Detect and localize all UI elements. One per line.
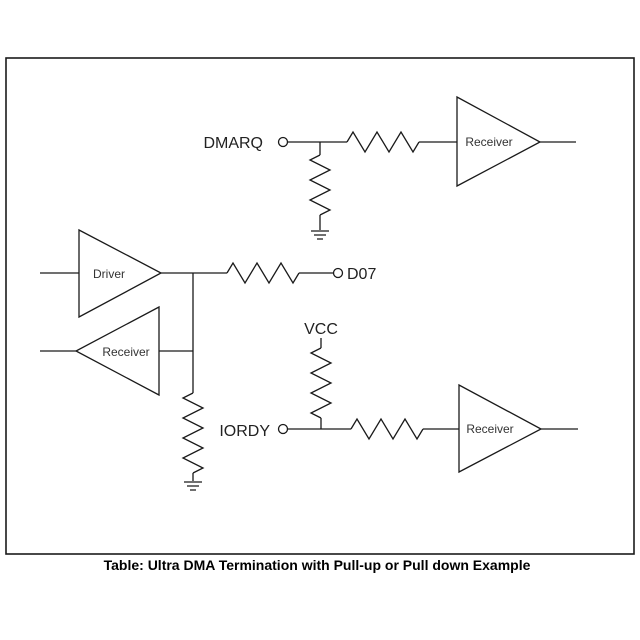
dmarq-label: DMARQ (203, 135, 263, 152)
driver-triangle (78, 228, 163, 319)
receiver-left-label: Receiver (102, 345, 149, 359)
diagram-frame (5, 57, 635, 555)
dmarq-pulldown-resistor (308, 154, 332, 216)
receiver-top-triangle (456, 95, 542, 188)
iordy-terminal (277, 423, 289, 435)
driver-label: Driver (93, 267, 125, 281)
receiver-bottom-triangle (458, 383, 543, 474)
iordy-pullup-resistor (309, 347, 333, 419)
dmarq-series-resistor (346, 130, 420, 154)
vcc-label: VCC (304, 321, 338, 338)
bus-pulldown-resistor (181, 392, 205, 474)
receiver-bottom-label: Receiver (466, 422, 513, 436)
iordy-label: IORDY (219, 423, 270, 440)
iordy-series-resistor (350, 417, 424, 441)
figure-caption: Table: Ultra DMA Termination with Pull-u… (104, 557, 531, 573)
d07-label: D07 (347, 266, 376, 283)
receiver-top-label: Receiver (465, 135, 512, 149)
dmarq-ground-icon (311, 230, 329, 240)
dmarq-terminal (277, 136, 289, 148)
d07-terminal (332, 267, 344, 279)
bus-ground-icon (184, 481, 202, 491)
d07-series-resistor (226, 261, 300, 285)
